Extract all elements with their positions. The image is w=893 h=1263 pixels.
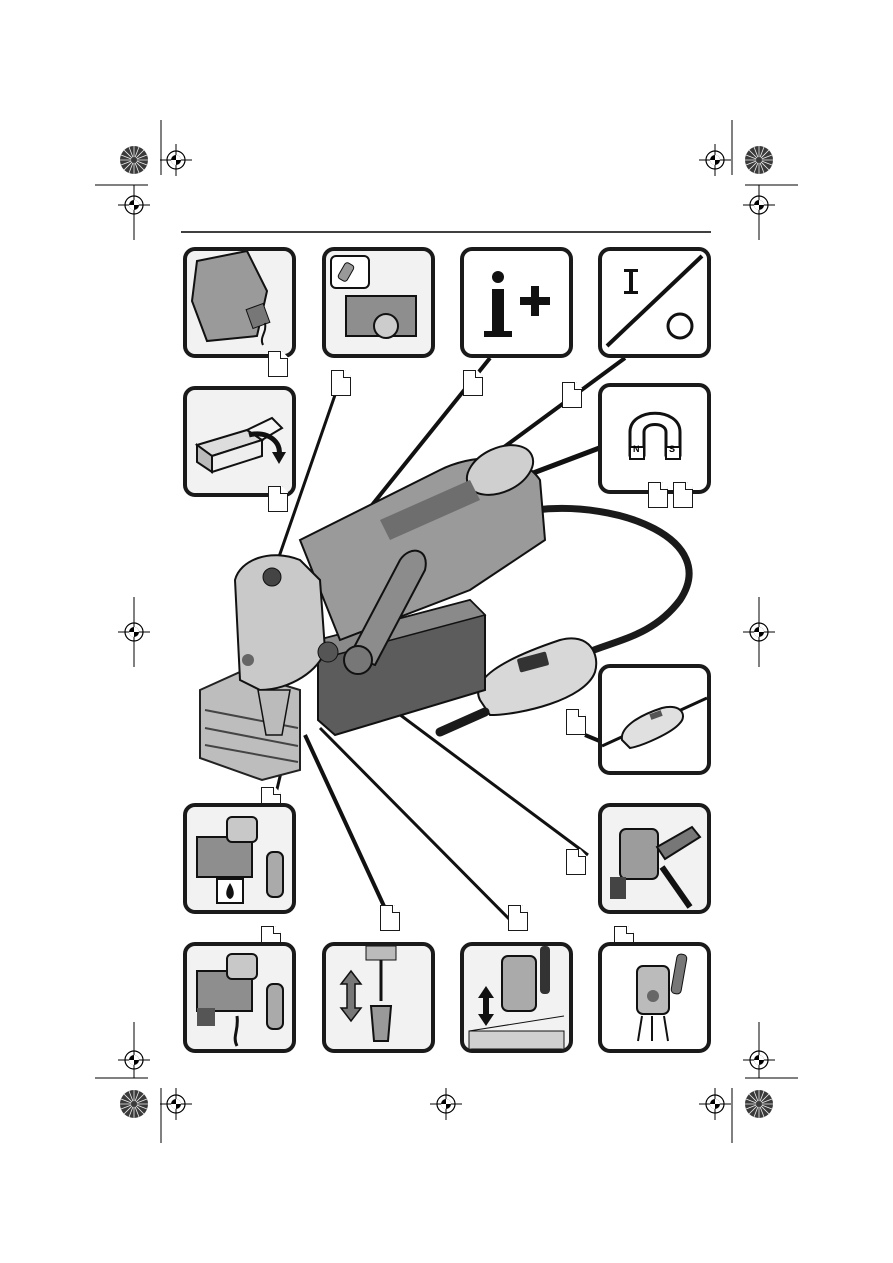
cable-switch-panel [598,664,711,775]
page-reference-7 [673,482,693,508]
cable-switch-icon [602,668,707,771]
drill-change-panel [183,942,296,1053]
on-off-panel: I O [598,247,711,358]
page-reference-8 [566,709,586,735]
page-reference-12 [380,905,400,931]
spindle-lock-panel [598,803,711,914]
box-flip-icon [187,390,292,493]
page-reference-6 [648,482,668,508]
lever-icon [602,946,707,1049]
page-reference-10 [566,849,586,875]
height-adjust-panel [460,942,573,1053]
magnet-north-label: N [633,444,640,454]
coolant-icon [187,807,292,910]
core-bit-holder-icon [326,251,431,354]
page-reference-1 [268,351,288,377]
spindle-lock-icon [602,807,707,910]
magnet-icon [602,387,707,490]
info-panel: i+ [460,247,573,358]
coolant-panel [183,803,296,914]
drill-change-icon [187,946,292,1049]
magnet-south-label: S [669,444,675,454]
page-reference-3 [463,370,483,396]
core-bit-holder-panel [322,247,435,358]
magnet-panel: N S [598,383,711,494]
page-reference-4 [562,382,582,408]
page-reference-5 [268,486,288,512]
box-flip-panel [183,386,296,497]
oil-bottle-icon [187,251,292,354]
on-off-icon [602,251,707,354]
oil-bottle-panel [183,247,296,358]
height-adjust-icon [464,946,569,1049]
lever-panel [598,942,711,1053]
pilot-pin-icon [326,946,431,1049]
info-icon [464,251,569,354]
page-reference-2 [331,370,351,396]
page-reference-13 [508,905,528,931]
pilot-pin-panel [322,942,435,1053]
